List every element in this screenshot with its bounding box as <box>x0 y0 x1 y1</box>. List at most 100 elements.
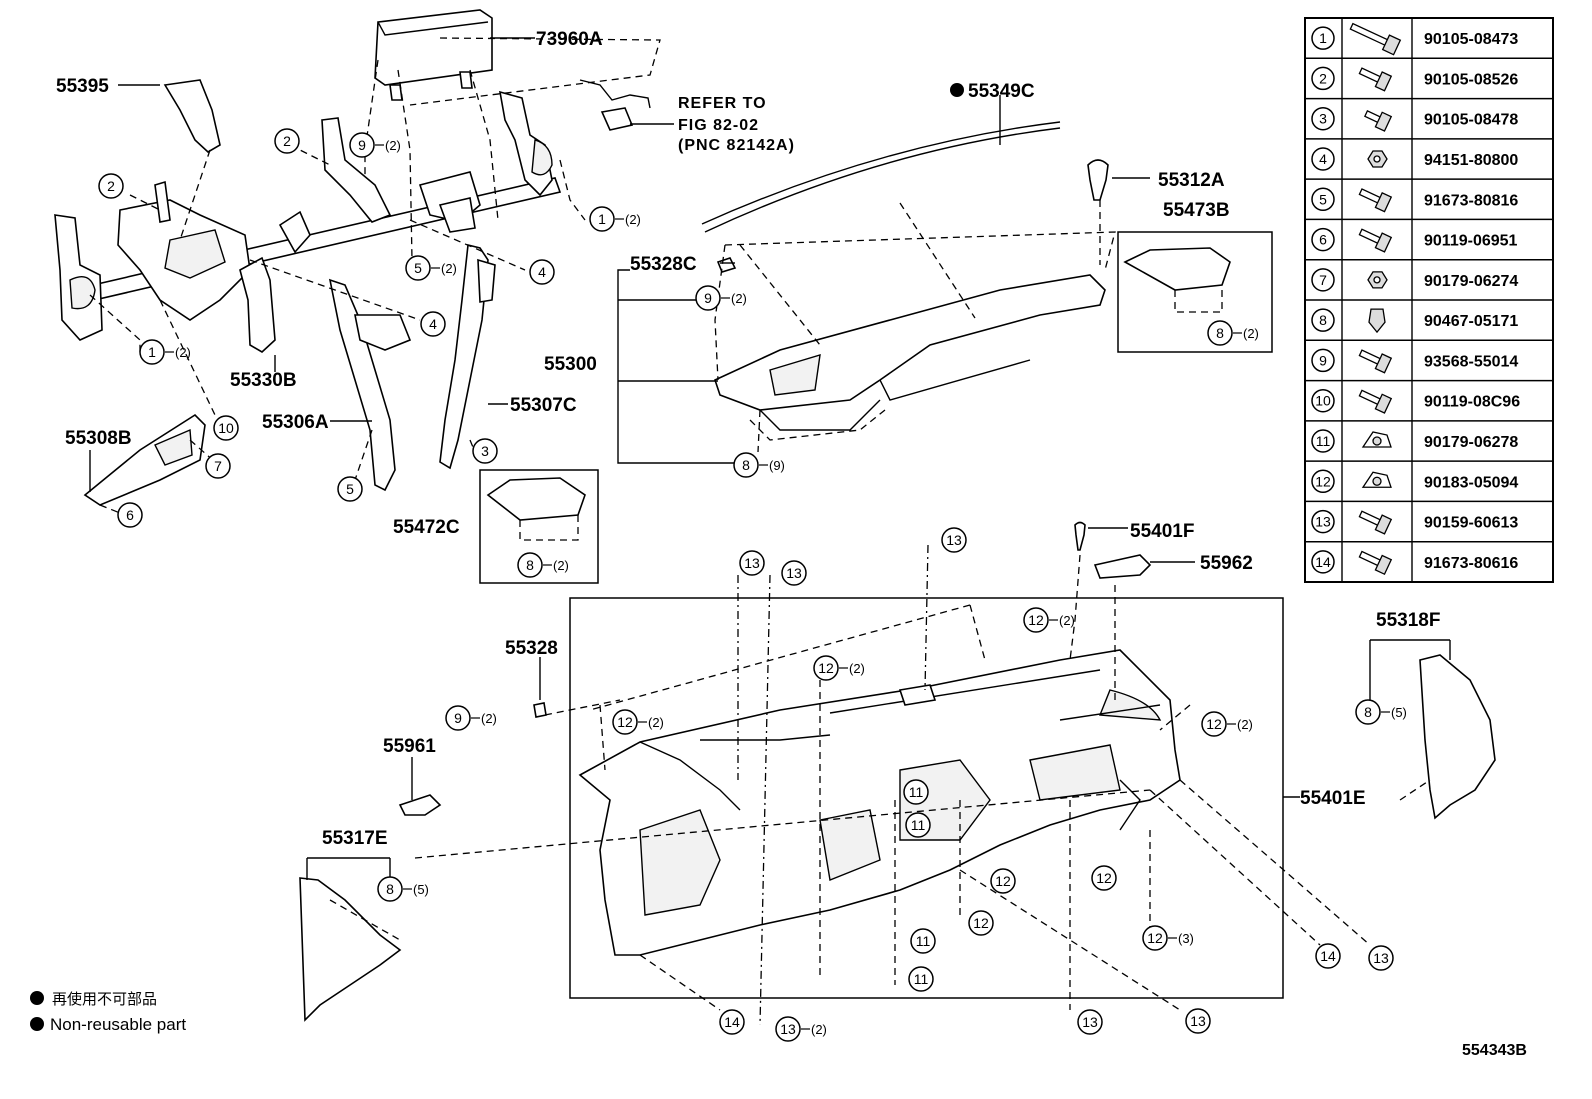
callout-quantity: (2) <box>441 261 457 276</box>
callout-circle <box>1077 1009 1103 1035</box>
callout-11: 11 <box>910 928 936 954</box>
callout-circle <box>990 868 1016 894</box>
callout-circle <box>529 259 555 285</box>
label-55349C: 55349C <box>968 81 1035 102</box>
callout-circle <box>781 560 807 586</box>
screw-icon <box>1358 550 1393 576</box>
legend-en-text: Non-reusable part <box>50 1015 186 1034</box>
callout-12: 12 <box>968 910 994 936</box>
callout-number: 12 <box>1147 930 1163 946</box>
callout-circle <box>337 476 363 502</box>
callout-11: 11 <box>908 966 934 992</box>
leader-lines-upper <box>89 37 661 516</box>
refer-note-line2: FIG 82-02 <box>678 117 759 134</box>
callout-14: 14 <box>1315 943 1341 969</box>
label-73960A: 73960A <box>536 29 603 50</box>
fastener-number-circle <box>1311 550 1335 574</box>
label-55330B: 55330B <box>230 370 297 391</box>
callout-circle <box>420 311 446 337</box>
callout-quantity: (2) <box>481 711 497 726</box>
callout-number: 8 <box>386 881 394 897</box>
label-55300: 55300 <box>544 354 597 375</box>
callout-number: 11 <box>911 817 926 833</box>
callout-circle <box>377 876 403 902</box>
legend-dot-icon <box>30 1017 44 1031</box>
figure-id: 554343B <box>1462 1042 1527 1059</box>
callout-quantity: (3) <box>1178 931 1194 946</box>
callout-number: 8 <box>526 557 534 573</box>
callout-circle <box>968 910 994 936</box>
label-55312A: 55312A <box>1158 170 1225 191</box>
label-55307C: 55307C <box>510 395 577 416</box>
fastener-number-circle <box>1311 227 1335 252</box>
leader-lines-lower <box>414 544 1371 1026</box>
callout-number: 8 <box>1216 325 1224 341</box>
callout-11: 11 <box>903 779 929 805</box>
callout-circle <box>205 453 231 479</box>
callout-circle <box>941 527 967 553</box>
callout-number: 13 <box>780 1021 796 1037</box>
legend-dot-icon <box>30 991 44 1005</box>
callout-circle <box>813 655 839 681</box>
fastener-number-circle <box>1311 66 1335 91</box>
callout-number: 12 <box>1206 716 1222 732</box>
callout-quantity: (2) <box>385 138 401 153</box>
callout-circle <box>98 173 124 199</box>
fastener-part-number: 93568-55014 <box>1424 353 1518 370</box>
callout-13: 13 <box>1185 1008 1211 1034</box>
callout-quantity: (2) <box>648 715 664 730</box>
callout-number: 6 <box>126 507 134 523</box>
callout-9: 9(2) <box>445 705 497 731</box>
callout-14: 14 <box>719 1009 745 1035</box>
callout-8: 8 (2) <box>517 552 569 578</box>
screw-icon <box>1358 188 1393 213</box>
label-55306A: 55306A <box>262 412 329 433</box>
callout-number: 8 <box>1364 704 1372 720</box>
callout-quantity: (2) <box>175 345 191 360</box>
screw-icon <box>1358 510 1393 535</box>
fastener-part-number: 90179-06274 <box>1424 273 1518 290</box>
callout-8: 8(9) <box>733 452 785 478</box>
callout-layer: 9(2)221(2)5(2)441(2)1076539(2)8(2)8(9)8(… <box>98 128 1407 1042</box>
callout-9: 9(2) <box>349 132 401 158</box>
flange-bolt-icon <box>1358 67 1393 92</box>
fastener-number: 2 <box>1319 70 1327 86</box>
callout-circle <box>213 415 239 441</box>
fastener-number: 4 <box>1319 151 1327 167</box>
speed-nut-icon <box>1361 431 1392 448</box>
short-bolt-icon <box>1363 110 1393 132</box>
callout-number: 4 <box>429 316 437 332</box>
callout-4: 4 <box>529 259 555 285</box>
callout-13: 13 <box>941 527 967 553</box>
label-55401F: 55401F <box>1130 521 1194 542</box>
fastener-part-number: 94151-80800 <box>1424 152 1518 169</box>
legend: 再使用不可部品 Non-reusable part <box>30 990 186 1034</box>
callout-quantity: (2) <box>811 1022 827 1037</box>
callout-2: 2 <box>98 173 124 199</box>
callout-5: 5 <box>337 476 363 502</box>
callout-12: 12(2) <box>1023 607 1075 633</box>
callout-number: 2 <box>107 178 115 194</box>
label-55962: 55962 <box>1200 553 1253 574</box>
callout-number: 14 <box>724 1014 740 1030</box>
side-panels <box>299 521 1496 1022</box>
callout-1: 1(2) <box>139 339 191 365</box>
callout-circle <box>905 812 931 838</box>
callout-quantity: (2) <box>1237 717 1253 732</box>
refer-to-note: REFER TO FIG 82-02 (PNC 82142A) <box>630 95 794 154</box>
callout-number: 12 <box>995 873 1011 889</box>
callout-quantity: (2) <box>553 558 569 573</box>
callout-circle <box>1091 865 1117 891</box>
callout-5: 5(2) <box>405 255 457 281</box>
callout-12: 12 (2) <box>1201 711 1253 737</box>
callout-10: 10 <box>213 415 239 441</box>
callout-circle <box>1023 607 1049 633</box>
callout-quantity: (5) <box>413 882 429 897</box>
callout-number: 11 <box>916 933 931 949</box>
callout-quantity: (2) <box>1243 326 1259 341</box>
